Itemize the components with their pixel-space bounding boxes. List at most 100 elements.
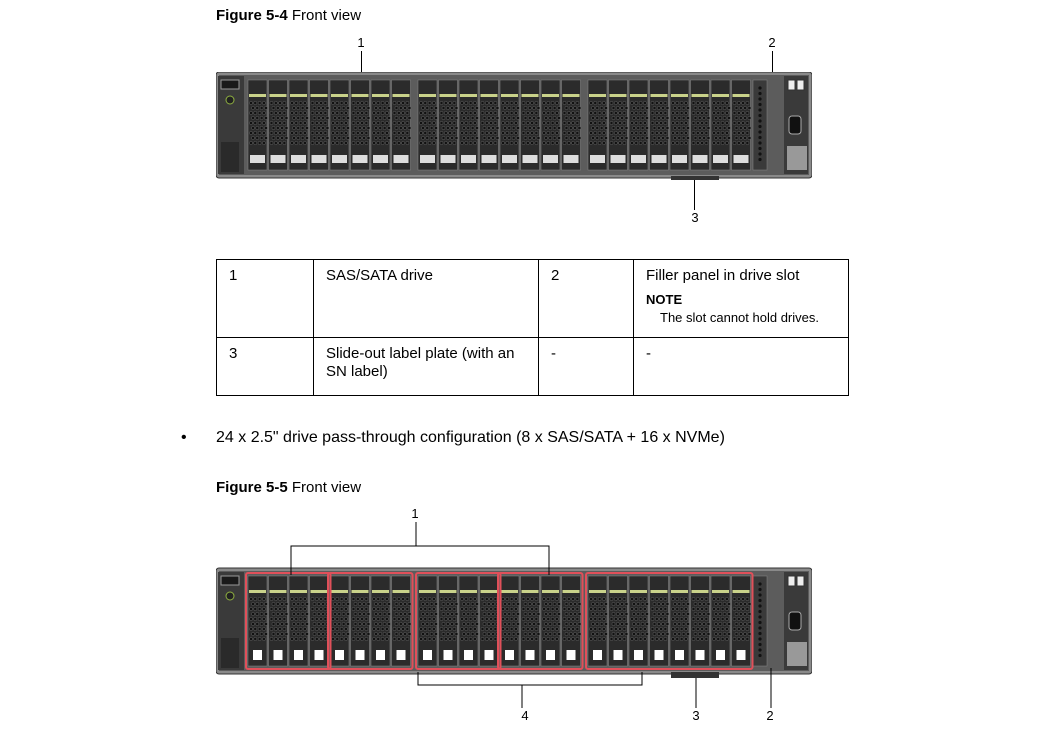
vent-hole [507, 116, 512, 120]
vent-hole [380, 141, 385, 145]
bracket-1 [290, 545, 550, 575]
cell-text: Filler panel in drive slot [646, 267, 800, 284]
vent-hole [305, 136, 309, 140]
vent-hole [464, 101, 469, 105]
vent-hole [374, 602, 378, 606]
vent-hole [745, 597, 750, 601]
vent-hole [712, 597, 716, 601]
vent-hole [645, 602, 649, 606]
vent-hole [734, 632, 739, 636]
vent-hole [290, 101, 294, 105]
note-text: The slot cannot hold drives. [660, 310, 819, 325]
vent-hole [654, 121, 659, 125]
vent-hole [495, 136, 500, 140]
vent-hole [380, 627, 385, 631]
vent-hole [385, 101, 389, 105]
vent-hole [403, 136, 407, 140]
vent-hole [298, 627, 303, 631]
vent-hole [712, 141, 716, 145]
vent-hole [732, 101, 737, 105]
drive-latch [736, 650, 746, 660]
drive-latch [373, 155, 388, 163]
vent-hole [387, 632, 391, 636]
vent-hole [355, 617, 360, 621]
vent-hole [611, 632, 616, 636]
vent-hole [638, 637, 643, 641]
vent-hole [684, 111, 688, 115]
vent-hole [503, 136, 507, 140]
vent-hole [527, 106, 532, 110]
vent-hole [530, 617, 534, 621]
vent-hole [387, 602, 391, 606]
vent-hole [663, 597, 668, 601]
vent-hole [405, 637, 410, 641]
vent-hole [712, 111, 716, 115]
vent-hole [452, 101, 457, 105]
vent-hole [460, 637, 464, 641]
vent-hole [615, 602, 620, 606]
vent-hole [739, 622, 743, 626]
vent-hole [732, 121, 737, 125]
vent-hole [262, 121, 266, 125]
vent-hole [516, 622, 520, 626]
vent-hole [429, 612, 434, 616]
vent-hole [679, 627, 684, 631]
vent-hole [737, 597, 741, 601]
vent-hole [732, 597, 737, 601]
vent-hole [507, 602, 512, 606]
vent-hole [382, 116, 387, 120]
vent-hole [659, 607, 663, 611]
vent-hole [259, 116, 264, 120]
vent-hole [480, 597, 485, 601]
vent-hole [734, 622, 739, 626]
vent-hole [376, 121, 381, 125]
vent-hole [618, 617, 622, 621]
vent-hole [335, 131, 340, 135]
vent-hole [624, 632, 629, 636]
vent-hole [464, 131, 469, 135]
vent-hole [282, 597, 287, 601]
vent-hole [511, 612, 516, 616]
vent-hole [432, 101, 436, 105]
vent-hole [441, 126, 446, 130]
vent-hole [290, 111, 294, 115]
vent-hole [280, 106, 284, 110]
vent-hole [613, 101, 618, 105]
vent-hole [276, 602, 280, 606]
vent-hole [464, 121, 469, 125]
vent-hole [716, 637, 721, 641]
vent-hole [546, 131, 551, 135]
vent-hole [284, 106, 289, 110]
vent-hole [732, 131, 737, 135]
vent-hole [505, 597, 510, 601]
vent-hole [630, 121, 634, 125]
vent-hole [296, 106, 301, 110]
vent-hole [364, 627, 369, 631]
vent-hole [573, 602, 577, 606]
vent-hole [443, 617, 448, 621]
vent-hole [681, 106, 686, 110]
vent-hole [562, 607, 567, 611]
vent-hole [394, 622, 399, 626]
vent-hole [542, 607, 546, 611]
vent-hole [645, 106, 649, 110]
vent-hole [425, 136, 430, 140]
vent-hole [632, 602, 636, 606]
vent-hole [609, 131, 614, 135]
vent-hole [489, 121, 493, 125]
vent-hole [493, 617, 498, 621]
drive-label [630, 94, 647, 97]
vent-hole [686, 126, 690, 130]
vent-hole [725, 627, 729, 631]
vent-hole [727, 612, 731, 616]
vent-hole [697, 136, 702, 140]
vent-hole [486, 126, 491, 130]
vent-hole [673, 116, 677, 120]
vent-hole [269, 131, 274, 135]
vent-hole [396, 607, 401, 611]
vent-hole [271, 612, 276, 616]
vent-hole [681, 136, 686, 140]
vent-hole [745, 121, 750, 125]
vent-hole [374, 622, 378, 626]
vent-hole [550, 637, 555, 641]
